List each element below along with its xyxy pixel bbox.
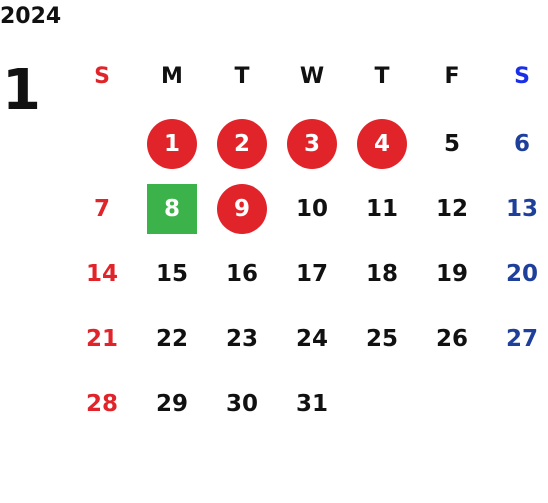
empty-day-cell	[487, 374, 548, 434]
day-cell-29: 29	[137, 374, 207, 434]
week-row: 21 22 23 24 25 26 27	[67, 309, 548, 369]
day-number: 11	[365, 195, 398, 222]
day-cell-2: 2	[207, 114, 277, 174]
day-cell-3: 3	[277, 114, 347, 174]
weekday-header-wed: W	[299, 64, 325, 89]
day-number: 19	[435, 260, 468, 287]
day-number: 16	[225, 260, 258, 287]
empty-day-cell	[347, 374, 417, 434]
weekday-header-tue: T	[234, 64, 250, 89]
day-cell-16: 16	[207, 244, 277, 304]
day-cell-27: 27	[487, 309, 548, 369]
weekday-header-thu: T	[374, 64, 390, 89]
year-label: 2024	[0, 4, 62, 29]
day-number: 30	[225, 390, 258, 417]
day-number: 1	[147, 119, 197, 169]
day-number: 24	[295, 325, 328, 352]
day-number: 25	[365, 325, 398, 352]
day-cell-24: 24	[277, 309, 347, 369]
empty-day-cell	[67, 114, 137, 174]
day-cell-31: 31	[277, 374, 347, 434]
day-cell-18: 18	[347, 244, 417, 304]
day-cell-9: 9	[207, 179, 277, 239]
day-number: 17	[295, 260, 328, 287]
day-cell-26: 26	[417, 309, 487, 369]
day-number: 13	[505, 195, 538, 222]
day-number: 31	[295, 390, 328, 417]
day-number: 4	[357, 119, 407, 169]
day-cell-23: 23	[207, 309, 277, 369]
weekday-header-mon: M	[161, 64, 183, 89]
empty-day-cell	[417, 374, 487, 434]
day-number: 29	[155, 390, 188, 417]
day-number: 28	[85, 390, 118, 417]
day-cell-20: 20	[487, 244, 548, 304]
day-number: 10	[295, 195, 328, 222]
day-cell-4: 4	[347, 114, 417, 174]
day-number: 6	[513, 130, 530, 157]
day-number: 12	[435, 195, 468, 222]
day-cell-25: 25	[347, 309, 417, 369]
day-cell-14: 14	[67, 244, 137, 304]
day-cell-8: 8	[137, 179, 207, 239]
day-number: 22	[155, 325, 188, 352]
day-number: 27	[505, 325, 538, 352]
day-cell-10: 10	[277, 179, 347, 239]
day-cell-30: 30	[207, 374, 277, 434]
day-number: 15	[155, 260, 188, 287]
day-cell-22: 22	[137, 309, 207, 369]
weekday-header-fri: F	[444, 64, 460, 89]
day-number: 8	[147, 184, 197, 234]
day-cell-12: 12	[417, 179, 487, 239]
day-number: 21	[85, 325, 118, 352]
weekday-header-sun: S	[94, 64, 110, 89]
day-cell-17: 17	[277, 244, 347, 304]
month-label: 1	[2, 58, 41, 123]
day-cell-19: 19	[417, 244, 487, 304]
week-row: 14 15 16 17 18 19 20	[67, 244, 548, 304]
day-number: 2	[217, 119, 267, 169]
day-cell-11: 11	[347, 179, 417, 239]
day-cell-7: 7	[67, 179, 137, 239]
day-number: 3	[287, 119, 337, 169]
weekday-header-row: S M T W T F S	[67, 47, 548, 107]
day-number: 9	[217, 184, 267, 234]
day-number: 20	[505, 260, 538, 287]
day-cell-21: 21	[67, 309, 137, 369]
day-number: 23	[225, 325, 258, 352]
day-cell-6: 6	[487, 114, 548, 174]
day-number: 26	[435, 325, 468, 352]
day-number: 18	[365, 260, 398, 287]
day-cell-5: 5	[417, 114, 487, 174]
day-cell-28: 28	[67, 374, 137, 434]
day-number: 7	[93, 195, 110, 222]
day-number: 5	[443, 130, 460, 157]
day-cell-15: 15	[137, 244, 207, 304]
weekday-header-sat: S	[514, 64, 530, 89]
day-cell-13: 13	[487, 179, 548, 239]
day-cell-1: 1	[137, 114, 207, 174]
day-number: 14	[85, 260, 118, 287]
week-row: 28 29 30 31	[67, 374, 548, 434]
